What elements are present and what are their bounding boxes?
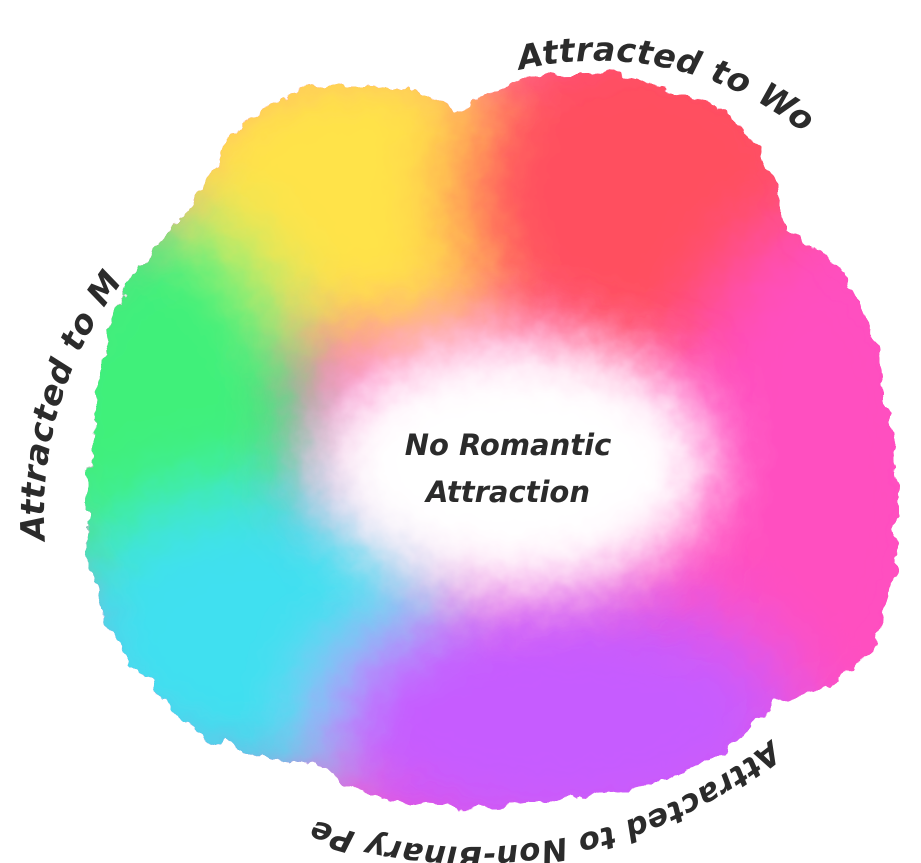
center-label-line1: No Romantic [405, 428, 612, 462]
region-center-core [360, 375, 660, 565]
center-label-line2: Attraction [424, 475, 590, 509]
region-nonbinary [320, 590, 800, 850]
